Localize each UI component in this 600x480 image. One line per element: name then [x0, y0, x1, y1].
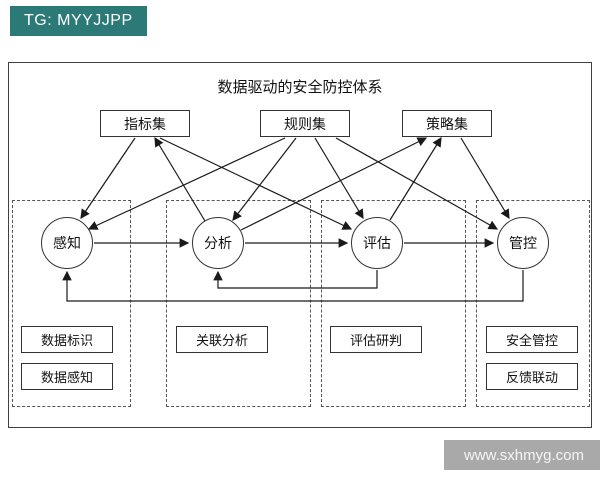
tg-badge: TG: MYYJJPP: [10, 6, 147, 36]
box-rule-set-label: 规则集: [284, 115, 326, 132]
capability-evaluation-judgment: 评估研判: [330, 326, 422, 353]
watermark-badge: www.sxhmyg.com: [443, 440, 600, 470]
capability-label: 评估研判: [349, 333, 402, 348]
capability-label: 数据感知: [40, 370, 93, 385]
box-rule-set: 规则集: [260, 110, 350, 137]
capability-feedback-linkage: 反馈联动: [486, 363, 578, 390]
capability-label: 数据标识: [40, 333, 93, 348]
box-strategy-set: 策略集: [402, 110, 492, 137]
watermark-text: www.sxhmyg.com: [463, 446, 584, 464]
tg-badge-text: TG: MYYJJPP: [24, 12, 133, 29]
capability-correlation-analysis: 关联分析: [176, 326, 268, 353]
stage-analysis-label: 分析: [204, 235, 232, 251]
stage-evaluation: 评估: [351, 217, 403, 269]
capability-label: 安全管控: [505, 333, 558, 348]
group-perception: [12, 200, 131, 407]
capability-security-control: 安全管控: [486, 326, 578, 353]
stage-evaluation-label: 评估: [363, 235, 391, 251]
stage-control-label: 管控: [509, 235, 537, 251]
capability-data-identification: 数据标识: [21, 326, 113, 353]
stage-perception-label: 感知: [53, 235, 81, 251]
stage-control: 管控: [497, 217, 549, 269]
box-indicator-set-label: 指标集: [124, 115, 166, 132]
capability-data-perception: 数据感知: [21, 363, 113, 390]
stage-analysis: 分析: [192, 217, 244, 269]
capability-label: 反馈联动: [505, 370, 558, 385]
stage-perception: 感知: [41, 217, 93, 269]
capability-label: 关联分析: [195, 333, 248, 348]
diagram-title: 数据驱动的安全防控体系: [217, 79, 383, 96]
box-strategy-set-label: 策略集: [426, 115, 468, 132]
box-indicator-set: 指标集: [100, 110, 190, 137]
group-control: [476, 200, 590, 407]
